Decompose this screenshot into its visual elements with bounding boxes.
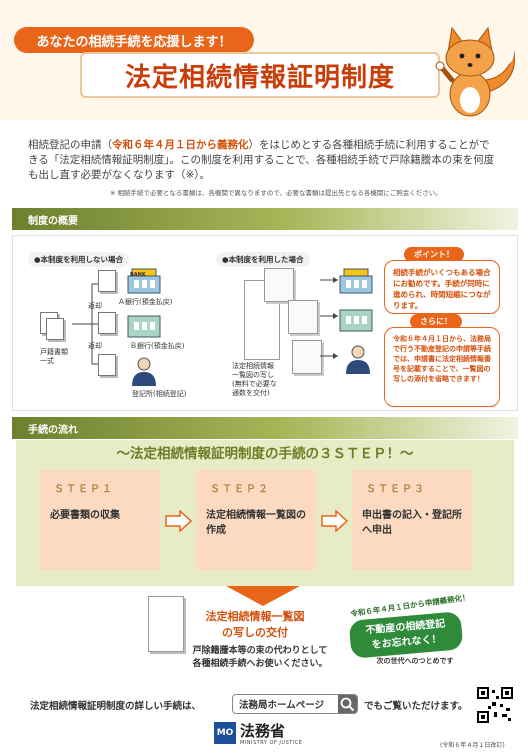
with-system-heading: ●本制度を利用した場合 bbox=[216, 252, 310, 267]
bank-building-icon bbox=[127, 268, 161, 294]
registrar-person-icon bbox=[132, 357, 156, 386]
document-icon bbox=[98, 270, 116, 292]
bank-building-icon bbox=[339, 309, 373, 332]
bank-b-label: Ｂ銀行(預金払戻) bbox=[130, 342, 185, 350]
qr-code-icon[interactable] bbox=[476, 686, 514, 724]
without-system-heading: ●本制度を利用しない場合 bbox=[28, 252, 130, 267]
more-pill: さらに！ bbox=[410, 314, 462, 329]
step-label: ＳＴＥＰ１ bbox=[54, 484, 114, 495]
ministry-logo: MO 法務省 MINISTRY OF JUSTICE bbox=[214, 722, 314, 752]
ministry-name-en: MINISTRY OF JUSTICE bbox=[240, 740, 303, 746]
stamp-main: 不動産の相続登記 をお忘れなく！ bbox=[348, 611, 464, 659]
bank-sign: BANK bbox=[130, 272, 146, 278]
koseki-label: 戸籍書類一式 bbox=[40, 348, 68, 365]
registry-label: 登記所(相続登記) bbox=[132, 390, 187, 398]
step-3-box: ＳＴＥＰ３ 申出書の記入・登記所へ申出 bbox=[352, 470, 472, 570]
result-subtext: 戸除籍謄本等の束の代わりとして 各種相続手続へお使いください。 bbox=[192, 646, 328, 669]
bank-building-icon bbox=[339, 268, 373, 294]
certificate-copy-icon bbox=[148, 596, 184, 652]
stamp-bottom-text: 次の世代へのつとめです bbox=[376, 657, 454, 665]
flow-arrows bbox=[320, 277, 338, 359]
step-text: 法定相続情報一覧図の作成 bbox=[206, 510, 306, 536]
more-card: 令和６年４月１日から、法務局で行う不動産登記の申請等手続では、申請書に法定相続情… bbox=[384, 327, 500, 407]
step-text: 申出書の記入・登記所へ申出 bbox=[362, 510, 462, 536]
revision-note: (令和６年４月１日改訂) bbox=[440, 742, 505, 749]
step-1-box: ＳＴＥＰ１ 必要書類の収集 bbox=[40, 470, 160, 570]
tagline-pill: あなたの相続手続を応援します！ bbox=[14, 27, 254, 53]
bank-a-label: Ａ銀行(預金払戻) bbox=[118, 298, 173, 306]
intro-paragraph: 相続登記の申請（令和６年４月１日から義務化）をはじめとする各種相続手続に利用する… bbox=[28, 139, 495, 181]
copy-document-icon bbox=[264, 268, 294, 302]
step-arrow-icon bbox=[165, 510, 192, 532]
document-icon bbox=[98, 354, 116, 376]
section-flow-header: 手続の流れ bbox=[12, 417, 518, 439]
footer-text: 法定相続情報証明制度の詳しい手続は、 bbox=[30, 701, 202, 712]
footer-text-suffix: でもご覧いただけます。 bbox=[364, 701, 468, 712]
search-box[interactable]: 法務局ホームページ bbox=[232, 694, 358, 714]
fox-mascot-icon bbox=[435, 26, 515, 117]
copy-document-icon bbox=[292, 340, 322, 374]
return-label: 返却 bbox=[88, 342, 102, 350]
page-title: 法定相続情報証明制度 bbox=[80, 52, 440, 98]
intro-footnote: ※ 相続手続で必要となる書類は、各機関で異なりますので、必要な書類は提出先となる… bbox=[110, 189, 442, 197]
return-label: 返却 bbox=[88, 302, 102, 310]
step-2-box: ＳＴＥＰ２ 法定相続情報一覧図の作成 bbox=[196, 470, 316, 570]
result-title: 法定相続情報一覧図 の写しの交付 bbox=[205, 610, 305, 639]
document-icon bbox=[98, 312, 116, 334]
copy-document-icon bbox=[288, 300, 318, 334]
koseki-document-icon bbox=[46, 318, 64, 340]
registrar-person-icon bbox=[346, 345, 370, 374]
search-icon[interactable] bbox=[338, 695, 357, 713]
point-card: 相続手続がいくつもある場合にお勧めです。手続が同時に進められ、時間短縮につながり… bbox=[384, 260, 500, 314]
step-text: 必要書類の収集 bbox=[50, 510, 120, 521]
bank-building-icon bbox=[127, 315, 161, 338]
steps-title: 〜法定相続情報証明制度の手続の３ＳＴＥＰ！〜 bbox=[116, 446, 414, 462]
moj-emblem-icon: MO bbox=[214, 722, 236, 744]
copy-note: 法定相続情報 一覧図の写し (無料で必要な 通数を交付) bbox=[232, 362, 277, 397]
step-arrow-icon bbox=[321, 510, 348, 532]
section-overview-header: 制度の概要 bbox=[12, 208, 518, 230]
step-label: ＳＴＥＰ２ bbox=[210, 484, 270, 495]
step-label: ＳＴＥＰ３ bbox=[366, 484, 426, 495]
ministry-name: 法務省 bbox=[240, 722, 286, 740]
point-pill: ポイント！ bbox=[404, 247, 464, 262]
down-arrow-icon bbox=[226, 586, 300, 606]
